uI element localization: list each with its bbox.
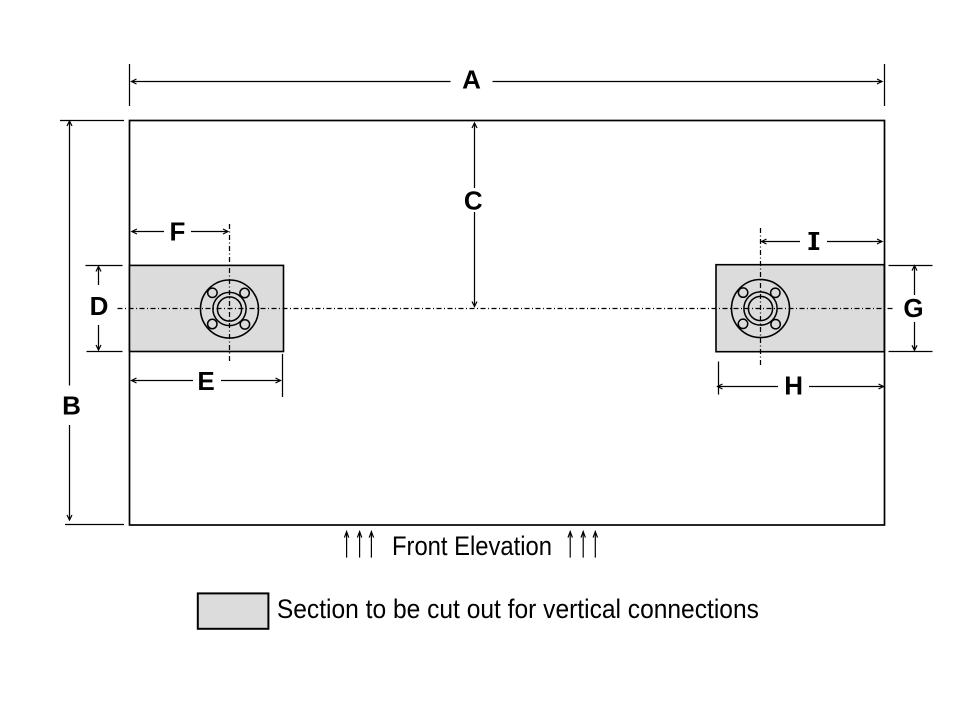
svg-text:F: F xyxy=(170,217,186,247)
svg-text:H: H xyxy=(784,371,803,401)
svg-text:A: A xyxy=(462,64,481,94)
svg-text:E: E xyxy=(197,366,214,396)
svg-text:B: B xyxy=(62,391,81,421)
svg-text:Front Elevation: Front Elevation xyxy=(392,531,552,561)
svg-text:D: D xyxy=(90,291,109,321)
svg-text:G: G xyxy=(903,293,923,323)
svg-text:Section to be cut out for ver: Section to be cut out for vertical conne… xyxy=(277,594,759,624)
svg-text:C: C xyxy=(464,186,483,216)
